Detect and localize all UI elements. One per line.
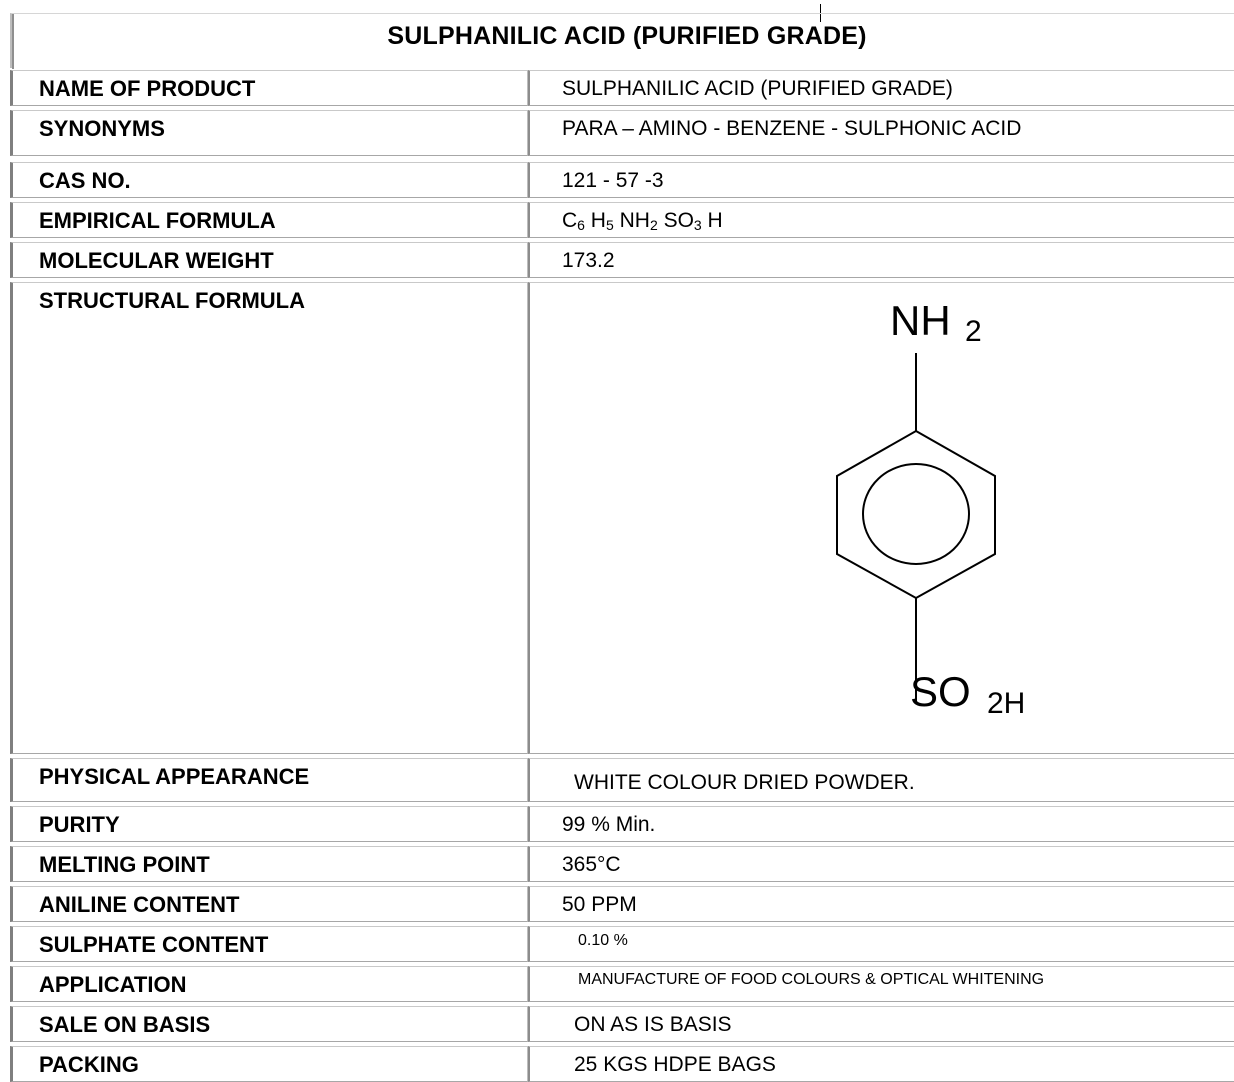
spec-value: ON AS IS BASIS [574, 1013, 732, 1036]
value-cell: 50 PPM [528, 886, 1234, 922]
spec-label: SYNONYMS [39, 116, 165, 141]
spec-label: PHYSICAL APPEARANCE [39, 764, 310, 789]
spec-value: 121 - 57 -3 [562, 169, 664, 192]
spec-row-name-of-product: NAME OF PRODUCT SULPHANILIC ACID (PURIFI… [10, 70, 1234, 106]
label-cell: PACKING [10, 1046, 528, 1082]
amino-group-label: NH [890, 297, 951, 344]
spec-row-synonyms: SYNONYMS PARA – AMINO - BENZENE - SULPHO… [10, 110, 1234, 156]
label-cell: SYNONYMS [10, 110, 528, 156]
label-cell: MOLECULAR WEIGHT [10, 242, 528, 278]
spec-label: SULPHATE CONTENT [39, 932, 269, 957]
spec-value: SULPHANILIC ACID (PURIFIED GRADE) [562, 77, 953, 100]
spec-value: 0.10 % [578, 932, 628, 949]
spec-row-physical-appearance: PHYSICAL APPEARANCE WHITE COLOUR DRIED P… [10, 758, 1234, 802]
value-cell: SULPHANILIC ACID (PURIFIED GRADE) [528, 70, 1234, 106]
spec-value: WHITE COLOUR DRIED POWDER. [574, 771, 915, 794]
label-cell: PHYSICAL APPEARANCE [10, 758, 528, 802]
label-cell: SALE ON BASIS [10, 1006, 528, 1042]
label-cell: NAME OF PRODUCT [10, 70, 528, 106]
label-cell: ANILINE CONTENT [10, 886, 528, 922]
sulfo-subscript: 2H [987, 687, 1025, 720]
value-cell: 0.10 % [528, 926, 1234, 962]
spec-label: CAS NO. [39, 168, 131, 193]
benzene-ring [836, 429, 996, 600]
label-cell: EMPIRICAL FORMULA [10, 202, 528, 238]
spec-row-packing: PACKING 25 KGS HDPE BAGS [10, 1046, 1234, 1082]
spec-row-cas-no: CAS NO. 121 - 57 -3 [10, 162, 1234, 198]
label-cell: STRUCTURAL FORMULA [10, 282, 528, 754]
spec-row-aniline-content: ANILINE CONTENT 50 PPM [10, 886, 1234, 922]
value-cell: 99 % Min. [528, 806, 1234, 842]
spec-label: MELTING POINT [39, 852, 210, 877]
spec-row-purity: PURITY 99 % Min. [10, 806, 1234, 842]
spec-row-melting-point: MELTING POINT 365°C [10, 846, 1234, 882]
value-cell: 121 - 57 -3 [528, 162, 1234, 198]
value-cell: PARA – AMINO - BENZENE - SULPHONIC ACID [528, 110, 1234, 156]
structural-formula-diagram: NH 2 SO 2H [836, 297, 1025, 720]
spec-value: 173.2 [562, 249, 615, 272]
empirical-formula-value: C6 H5 NH2 SO3 H [562, 209, 723, 233]
spec-row-empirical-formula: EMPIRICAL FORMULA C6 H5 NH2 SO3 H [10, 202, 1234, 238]
amino-subscript: 2 [965, 315, 982, 348]
label-cell: SULPHATE CONTENT [10, 926, 528, 962]
page-title: SULPHANILIC ACID (PURIFIED GRADE) [387, 22, 867, 50]
spec-row-application: APPLICATION MANUFACTURE OF FOOD COLOURS … [10, 966, 1234, 1002]
spec-row-structural-formula: STRUCTURAL FORMULA NH 2 SO 2H [10, 282, 1234, 754]
spec-value: MANUFACTURE OF FOOD COLOURS & OPTICAL WH… [578, 971, 1045, 988]
spec-row-sale-on-basis: SALE ON BASIS ON AS IS BASIS [10, 1006, 1234, 1042]
spec-label: MOLECULAR WEIGHT [39, 248, 274, 273]
label-cell: APPLICATION [10, 966, 528, 1002]
value-cell: 365°C [528, 846, 1234, 882]
spec-label: PACKING [39, 1052, 139, 1077]
value-cell: C6 H5 NH2 SO3 H [528, 202, 1234, 238]
label-cell: CAS NO. [10, 162, 528, 198]
label-cell: MELTING POINT [10, 846, 528, 882]
value-cell: 173.2 [528, 242, 1234, 278]
spec-value: 25 KGS HDPE BAGS [574, 1053, 776, 1076]
spec-row-sulphate-content: SULPHATE CONTENT 0.10 % [10, 926, 1234, 962]
spec-label: ANILINE CONTENT [39, 892, 240, 917]
value-cell: NH 2 SO 2H [528, 282, 1234, 754]
sulfo-group-label: SO [910, 668, 971, 715]
spec-label: APPLICATION [39, 972, 187, 997]
spec-value: 99 % Min. [562, 813, 656, 836]
spec-value: PARA – AMINO - BENZENE - SULPHONIC ACID [562, 117, 1022, 140]
spec-row-molecular-weight: MOLECULAR WEIGHT 173.2 [10, 242, 1234, 278]
value-cell: MANUFACTURE OF FOOD COLOURS & OPTICAL WH… [528, 966, 1234, 1002]
label-cell: PURITY [10, 806, 528, 842]
spec-value: 365°C [562, 853, 621, 876]
value-cell: 25 KGS HDPE BAGS [528, 1046, 1234, 1082]
spec-value: 50 PPM [562, 893, 637, 916]
title-box [10, 13, 1234, 69]
spec-label: PURITY [39, 812, 120, 837]
value-cell: ON AS IS BASIS [528, 1006, 1234, 1042]
value-cell: WHITE COLOUR DRIED POWDER. [528, 758, 1234, 802]
spec-label: EMPIRICAL FORMULA [39, 208, 276, 233]
aromatic-circle [862, 463, 970, 565]
spec-label: SALE ON BASIS [39, 1012, 211, 1037]
spec-label: STRUCTURAL FORMULA [39, 288, 306, 313]
spec-label: NAME OF PRODUCT [39, 76, 256, 101]
